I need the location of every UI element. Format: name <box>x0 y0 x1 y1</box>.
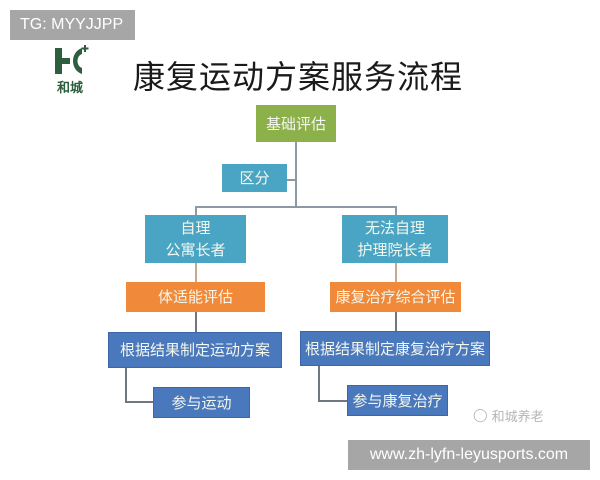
connector-split <box>195 206 397 208</box>
source-mark: ◯ 和城养老 <box>473 405 544 425</box>
wechat-icon: ◯ <box>473 407 488 423</box>
page-title: 康复运动方案服务流程 <box>133 58 464 96</box>
connector-right-plan-action-h <box>318 400 348 402</box>
node-label: 根据结果制定康复治疗方案 <box>304 339 485 358</box>
node-label: 康复治疗综合评估 <box>335 288 456 306</box>
source-mark-text: 和城养老 <box>491 409 544 425</box>
watermark-tag-bottom: www.zh-lyfn-leyusports.com <box>348 440 590 470</box>
node-label: 区分 <box>239 169 270 187</box>
node-label-line2: 护理院长者 <box>357 241 433 259</box>
node-label: 参与运动 <box>171 393 232 412</box>
node-rehab-assessment: 康复治疗综合评估 <box>330 282 461 312</box>
connector-root-down <box>295 142 297 208</box>
node-rehab-plan: 根据结果制定康复治疗方案 <box>300 331 490 366</box>
node-rehab-action: 参与康复治疗 <box>347 385 448 416</box>
connector-right-group-assess <box>395 263 397 283</box>
node-classify: 区分 <box>222 164 287 192</box>
connector-left-assess-plan <box>195 312 197 333</box>
node-label: 体适能评估 <box>157 288 233 306</box>
connector-right-plan-action <box>318 366 320 402</box>
node-nursing-group: 无法自理 护理院长者 <box>342 215 448 263</box>
node-label: 根据结果制定运动方案 <box>119 341 270 359</box>
logo-icon <box>55 45 89 74</box>
connector-right-assess-plan <box>395 312 397 333</box>
node-label-line1: 无法自理 <box>364 219 425 237</box>
watermark-tag-top: TG: MYYJJPP <box>10 10 135 40</box>
logo-text: 和城 <box>56 81 83 96</box>
node-basic-assessment: 基础评估 <box>256 105 336 142</box>
connector-left-plan-action-h <box>125 401 154 403</box>
connector-left-down <box>195 206 197 216</box>
node-label: 基础评估 <box>265 114 326 133</box>
node-exercise-plan: 根据结果制定运动方案 <box>108 332 282 368</box>
logo: 和城 <box>48 44 92 96</box>
node-label: 参与康复治疗 <box>352 391 443 410</box>
node-self-care-group: 自理 公寓长者 <box>145 215 246 263</box>
connector-left-plan-action <box>125 368 127 403</box>
node-label-line2: 公寓长者 <box>165 241 226 259</box>
node-label-line1: 自理 <box>180 219 211 237</box>
node-fitness-assessment: 体适能评估 <box>126 282 265 312</box>
connector-left-group-assess <box>195 263 197 283</box>
connector-classify <box>287 179 296 181</box>
connector-right-down <box>395 206 397 216</box>
node-exercise-action: 参与运动 <box>153 387 250 418</box>
